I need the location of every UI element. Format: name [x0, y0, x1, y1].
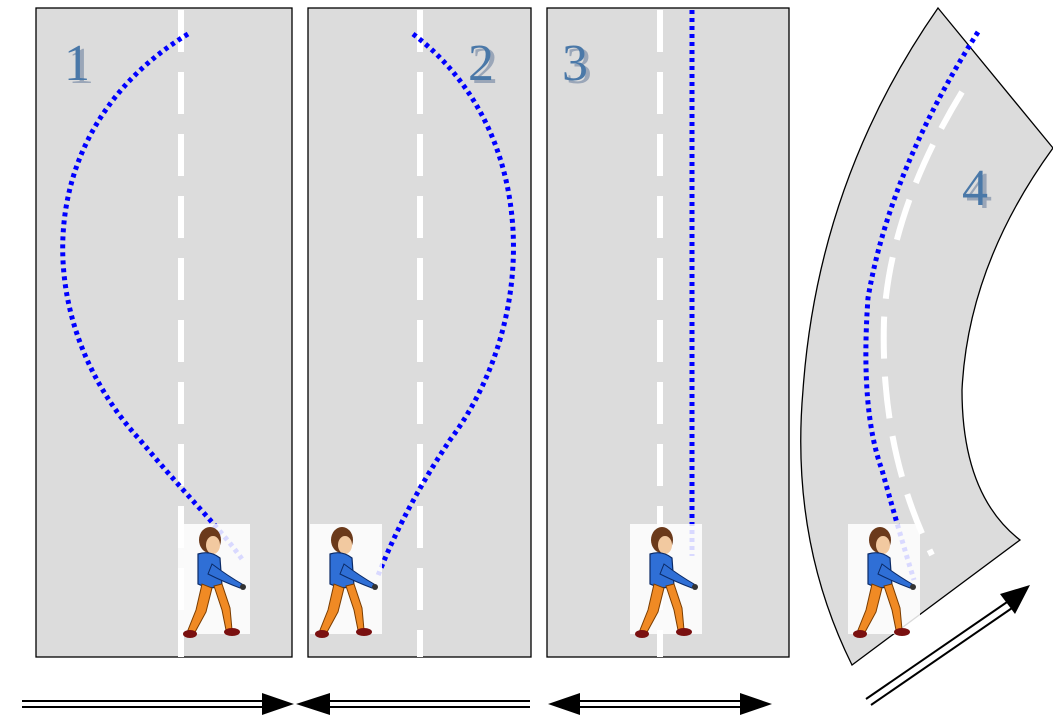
panel-number-3: 3 [562, 35, 588, 92]
walking-person-3 [629, 523, 703, 639]
panel-number-2: 2 [468, 35, 494, 92]
walking-person-4 [847, 523, 921, 639]
panel-3: 3 3 [546, 7, 790, 658]
panel-number-shadow-4: 4 [966, 163, 992, 220]
road-4 [800, 6, 1053, 666]
panel-number-shadow-2: 2 [472, 38, 498, 95]
walking-path-1 [60, 31, 247, 564]
panel-1: 1 1 [35, 7, 293, 658]
walking-path-4 [863, 30, 981, 581]
arrow-panel-2 [296, 693, 530, 715]
panel-number-4: 4 [962, 160, 988, 217]
walking-person-1 [177, 523, 251, 639]
arrow-panel-3 [548, 693, 772, 715]
arrow-panel-4 [865, 585, 1030, 706]
panel-number-1: 1 [64, 35, 90, 92]
arrow-panel-1 [21, 692, 295, 716]
panel-number-shadow-3: 3 [566, 38, 592, 95]
walking-person-2 [309, 523, 383, 639]
panel-number-shadow-1: 1 [68, 38, 94, 95]
panel-4: 4 4 [800, 6, 1053, 666]
panel-2: 2 2 [307, 7, 532, 658]
walking-path-2 [374, 32, 516, 579]
lane-marking-4 [880, 90, 965, 557]
